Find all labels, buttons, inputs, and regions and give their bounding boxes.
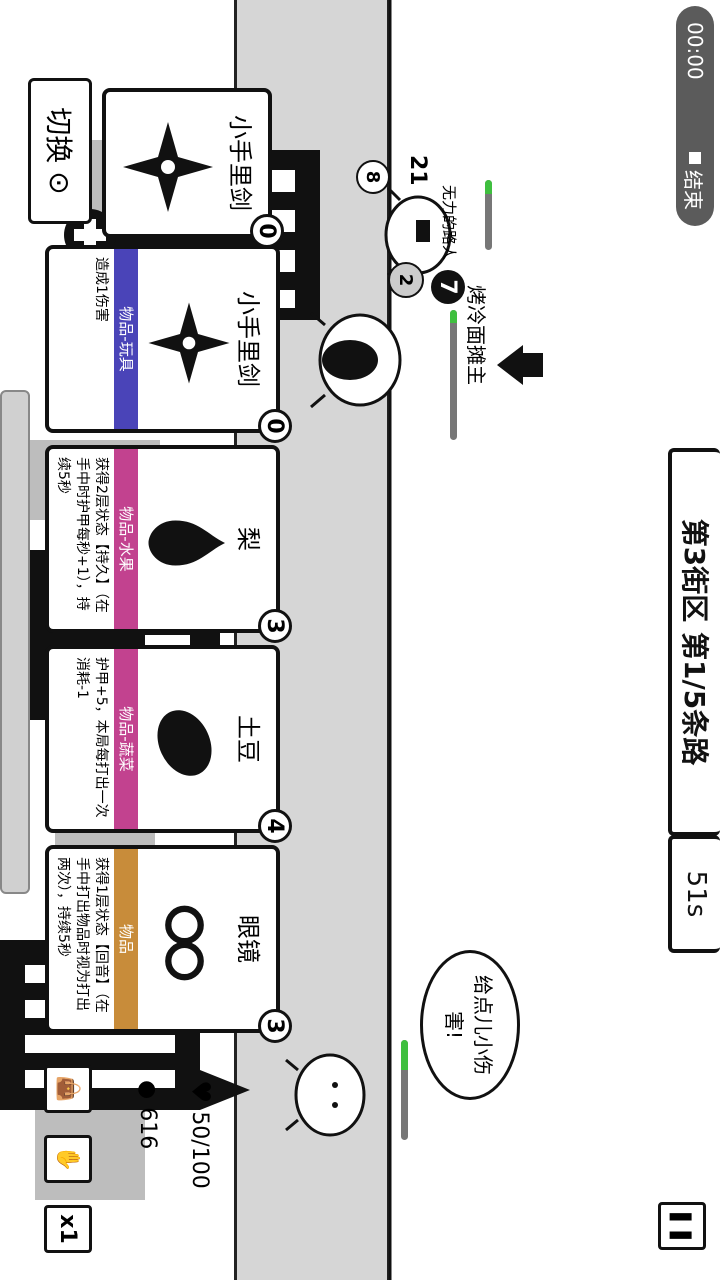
card-cost: 3	[262, 1018, 288, 1034]
card-type-band: 物品-玩具	[114, 249, 138, 429]
district-panel: 第3街区 第1/5条路	[668, 448, 720, 836]
speed-button[interactable]: x1	[44, 1205, 92, 1253]
card-type-band: 物品-水果	[114, 449, 138, 629]
player-hp-text: 50/100	[187, 1111, 213, 1189]
card-cost: 0	[262, 418, 288, 434]
switch-icon: ⊙	[43, 171, 77, 195]
enemy-2-hp-fill	[450, 310, 457, 323]
bag-icon: 👜	[55, 1075, 81, 1103]
card-title: 小手里剑	[226, 115, 254, 211]
hand-tray	[0, 390, 30, 894]
shuriken-icon	[123, 122, 213, 212]
hand-button[interactable]: ✋	[44, 1135, 92, 1183]
potato-icon	[157, 710, 212, 776]
enemy-2[interactable]	[305, 300, 415, 420]
enemy-2-attack: 7	[435, 279, 461, 295]
hand-card[interactable]: 土豆 物品-蔬菜护甲+5，本局每打出一次消耗-1 4	[45, 645, 292, 843]
player-speech-bubble: 给点儿小伤害!	[420, 950, 520, 1100]
countdown-panel: 51s	[668, 835, 720, 953]
card-title: 小手里剑	[234, 291, 262, 387]
switch-button[interactable]: 切换 ⊙	[28, 78, 92, 224]
card-cost-badge: 3	[258, 1009, 292, 1043]
card-title: 眼镜	[234, 915, 262, 963]
card-type-band: 物品	[114, 849, 138, 1029]
card-cost-badge: 0	[250, 214, 284, 248]
hand-icon: ✋	[55, 1145, 81, 1173]
player-hp-fill	[401, 1040, 408, 1070]
card-cost: 4	[262, 818, 288, 834]
enemy-1-armor-badge: 2	[388, 262, 424, 298]
enemy-1-attack: 21	[405, 155, 430, 186]
player-speech-text: 给点儿小伤害!	[442, 975, 495, 1075]
pear-icon	[148, 520, 225, 566]
enemy-2-hp-bar	[450, 310, 457, 440]
enemy-1-level: 8	[362, 170, 384, 184]
card-cost-badge: 0	[258, 409, 292, 443]
enemy-1-hp-fill	[485, 180, 492, 194]
player-sprite	[285, 1053, 366, 1137]
bag-button[interactable]: 👜	[44, 1065, 92, 1113]
pause-icon: ❚❚	[669, 1207, 695, 1245]
enemy-1-level-badge: 8	[356, 160, 390, 194]
card-description: 获得2层状态【持久】（在手中时护甲每秒+1），持续5秒	[55, 457, 109, 613]
card-cost-badge: 3	[258, 609, 292, 643]
card-description: 获得1层状态【回音】（在手中打出物品时视为打出两次），持续5秒	[55, 857, 109, 1013]
player-character	[280, 1040, 390, 1150]
card-description: 护甲+5，本局每打出一次消耗-1	[74, 657, 109, 818]
enemy-1-hp-bar	[485, 180, 492, 250]
card-cost-badge: 4	[258, 809, 292, 843]
heart-icon: ♥	[185, 1080, 215, 1104]
hand-card[interactable]: 梨 物品-水果获得2层状态【持久】（在手中时护甲每秒+1），持续5秒 3	[45, 445, 292, 643]
enemy-1-name: 无力的路人	[440, 185, 458, 261]
shuriken-icon	[148, 302, 230, 384]
card-title: 土豆	[234, 715, 262, 763]
glasses-icon	[165, 905, 204, 981]
coins-icon: ●	[135, 1080, 160, 1100]
card-cost: 3	[262, 618, 288, 634]
district-text: 第3街区 第1/5条路	[678, 518, 711, 766]
player-coins-text: 616	[135, 1107, 160, 1150]
enemy-2-attack-badge: 7	[431, 270, 465, 304]
switch-label: 切换	[42, 107, 75, 164]
speed-label: x1	[55, 1214, 81, 1244]
enemy-1-attack-badge: 21	[405, 155, 430, 186]
card-description: 造成1伤害	[93, 257, 109, 322]
enemy-1-armor: 2	[395, 273, 417, 287]
hand-card[interactable]: 眼镜 物品获得1层状态【回音】（在手中打出物品时视为打出两次），持续5秒 3	[45, 845, 292, 1043]
enemy-2-sprite	[310, 311, 402, 409]
target-arrow-icon	[497, 345, 543, 385]
card-cost: 0	[254, 223, 280, 239]
enemy-2-name: 烤冷面摊主	[464, 285, 488, 385]
hand-card[interactable]: 小手里剑 物品-玩具造成1伤害 0	[45, 245, 292, 443]
countdown-text: 51s	[681, 870, 711, 918]
player-coins-stat: ● 616	[135, 1080, 160, 1149]
player-hp-bar	[401, 1040, 408, 1140]
pause-button[interactable]: ❚❚	[658, 1202, 706, 1250]
player-hp-stat: ♥ 50/100	[185, 1080, 215, 1189]
card-type-band: 物品-蔬菜	[114, 649, 138, 829]
card-title: 梨	[234, 527, 262, 551]
